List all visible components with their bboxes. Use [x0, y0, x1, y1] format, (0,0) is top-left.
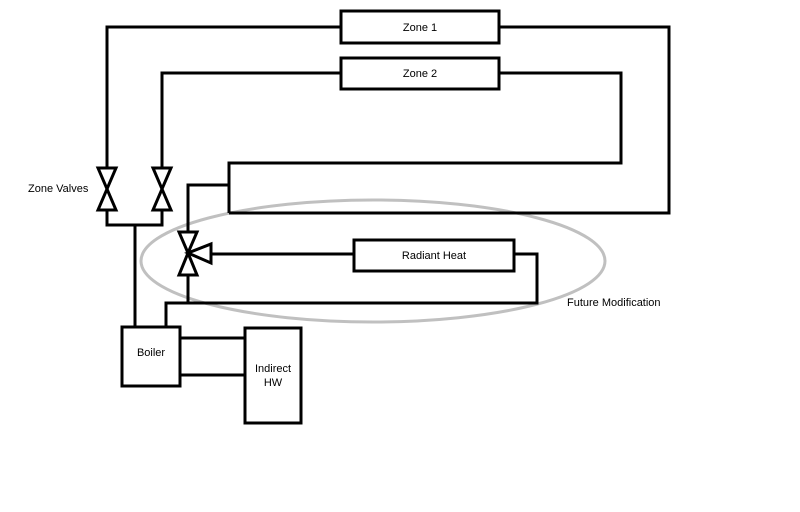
indirect-hw-label-line2: HW	[264, 377, 283, 389]
mixing-valve-side-icon	[184, 241, 213, 266]
zone1-supply-pipe	[105, 25, 340, 168]
zone2-box	[339, 56, 501, 91]
boiler-label: Boiler	[137, 347, 165, 359]
zone1-return-pipe	[229, 25, 671, 215]
zone1-valve-bottom-icon	[95, 185, 119, 212]
zone2-valve-top-icon	[150, 166, 174, 193]
mixing-valve-inlet-pipe	[186, 183, 229, 232]
future-modification-ellipse	[139, 198, 607, 324]
boiler-box	[120, 325, 182, 388]
boiler-return-pipe	[164, 301, 188, 326]
zone-valves-label: Zone Valves	[28, 183, 89, 195]
mixing-valve-top-icon	[176, 230, 200, 257]
indirect-hw-label-line1: Indirect	[255, 363, 291, 375]
zone2-valve-bottom-icon	[150, 185, 174, 212]
zone1-label: Zone 1	[403, 22, 437, 34]
zone-valves-manifold	[105, 211, 164, 227]
zone2-supply-pipe	[160, 71, 340, 168]
zone2-label: Zone 2	[403, 68, 437, 80]
radiant-return-pipe	[186, 252, 539, 305]
radiant-heat-label: Radiant Heat	[402, 250, 466, 262]
zone2-return-pipe	[227, 71, 623, 213]
mixing-valve-bottom-icon	[176, 249, 200, 277]
indirect-hw-box	[243, 326, 303, 425]
zone1-valve-top-icon	[95, 166, 119, 193]
zone1-box	[339, 9, 501, 45]
future-modification-label: Future Modification	[567, 297, 661, 309]
radiant-heat-box	[352, 238, 516, 273]
